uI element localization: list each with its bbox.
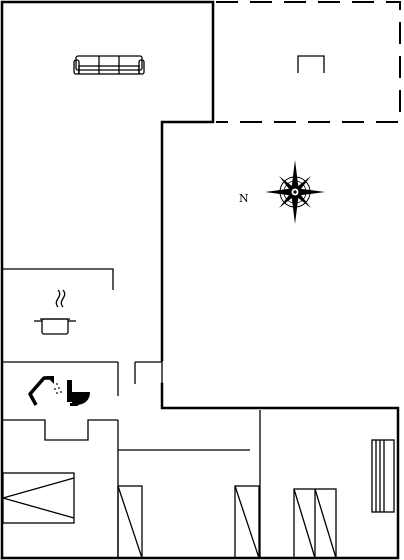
sofa-icon (73, 55, 145, 75)
terrace-outline (216, 1, 401, 123)
toilet-icon (67, 380, 90, 406)
fireplace-icon (297, 55, 325, 73)
north-label: N (239, 192, 249, 205)
cooking-pot-icon (34, 289, 76, 335)
shower-icon (28, 376, 62, 406)
radiator-icon (371, 439, 395, 513)
bed-icon (2, 472, 75, 524)
compass-rose: N (239, 160, 325, 224)
bed-icon (293, 488, 337, 559)
compass-rose-icon (265, 160, 325, 224)
interior-walls (2, 268, 261, 558)
bed-icon (117, 485, 143, 559)
bed-icon (234, 485, 260, 559)
